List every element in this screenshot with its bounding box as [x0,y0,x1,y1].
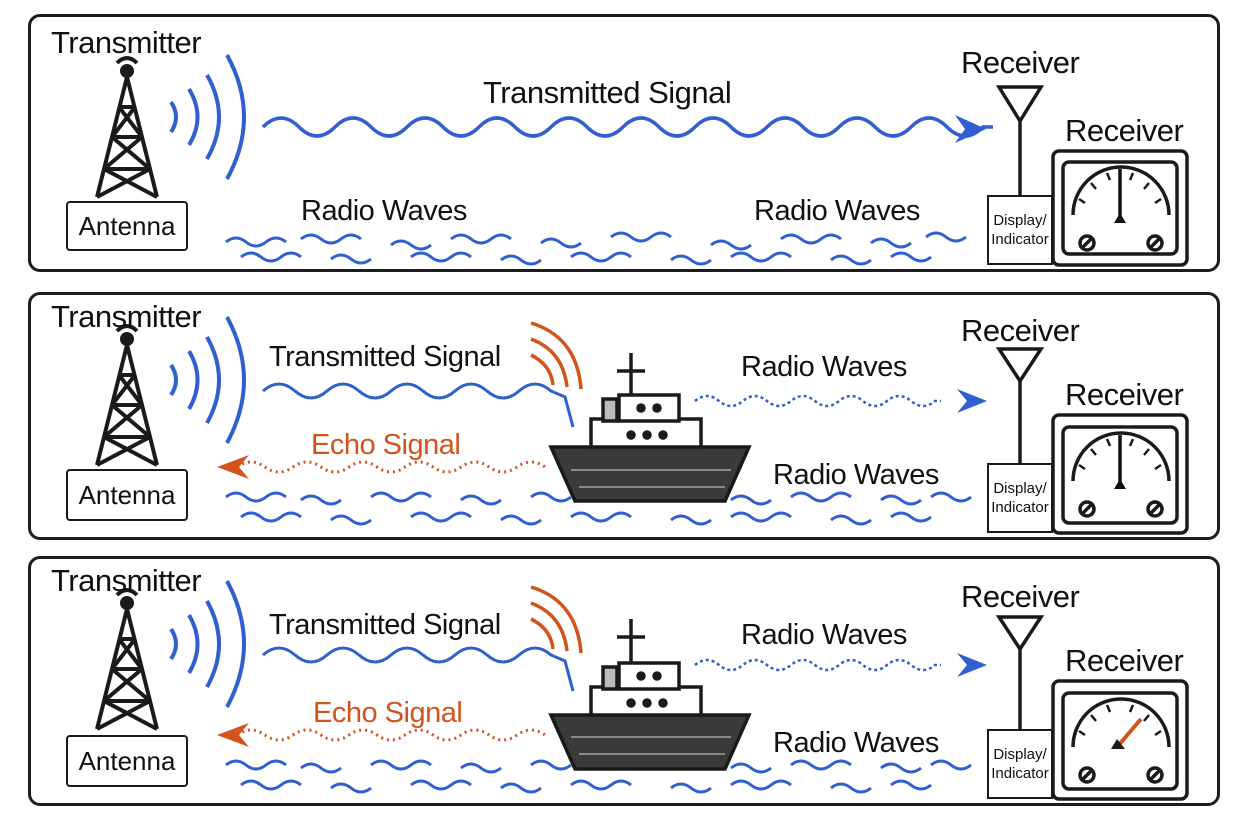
transmitter-label: Transmitter [51,25,202,60]
receiver-unit-label: Receiver [1065,113,1184,148]
radio-waves-label: Radio Waves [754,195,920,227]
panel-1-graphics [95,54,1189,267]
transmitted-signal-wave [262,646,575,692]
panel-echo-received: Transmitter Antenna Transmitted Signal E… [28,556,1220,806]
arrow-left-icon [217,455,249,479]
antenna-label: Antenna [66,469,188,521]
display-indicator-box: Display/ Indicator [987,195,1053,265]
indicator-label: Indicator [991,765,1049,782]
transmitter-tower-icon [95,324,159,467]
arrow-right-icon [957,389,987,413]
radio-waves-outgoing [694,658,941,672]
broadcast-waves-icon [169,580,246,708]
indicator-label: Indicator [991,499,1049,516]
radio-waves-label: Radio Waves [773,459,939,491]
panel-transmission: Transmitter Antenna Transmitted Signal R… [28,14,1220,272]
indicator-label: Indicator [991,231,1049,248]
reflection-arcs-icon [530,321,583,390]
arrow-left-icon [217,723,249,747]
transmitter-tower-icon [95,588,159,731]
display-label: Display/ [993,212,1047,229]
needle-icon [1114,169,1126,223]
ship-icon [548,353,752,503]
transmitter-label: Transmitter [51,563,202,598]
transmitter-label: Transmitter [51,299,202,334]
receiver-antenna-icon [995,85,1045,199]
panel-2-graphics [95,316,1189,535]
receiver-antenna-icon [995,615,1045,731]
receiver-antenna-label: Receiver [961,579,1080,614]
transmitted-signal-wave [262,382,575,428]
broadcast-waves-icon [169,54,246,180]
panel-echo-detection: Transmitter Antenna Transmitted Signal E… [28,292,1220,540]
transmitted-signal-wave [261,116,993,138]
display-indicator-box: Display/ Indicator [987,463,1053,533]
radio-waves-label: Radio Waves [773,727,939,759]
arrow-right-icon [955,115,986,143]
ground-waves [225,231,967,266]
transmitter-tower-icon [95,56,159,199]
needle-icon [1111,717,1143,749]
transmitted-signal-label: Transmitted Signal [269,341,501,373]
arrow-right-icon [957,653,987,677]
echo-signal-wave [236,728,546,742]
antenna-label: Antenna [66,735,188,787]
display-label: Display/ [993,480,1047,497]
radio-waves-label: Radio Waves [301,195,467,227]
echo-signal-wave [236,460,546,474]
echo-signal-label: Echo Signal [313,697,463,729]
ground-waves [225,759,972,794]
radio-waves-label: Radio Waves [741,351,907,383]
broadcast-waves-icon [169,316,246,444]
receiver-antenna-icon [995,347,1045,465]
radio-waves-outgoing [694,394,941,408]
ground-waves [225,491,972,526]
transmitted-signal-label: Transmitted Signal [269,609,501,641]
receiver-antenna-label: Receiver [961,313,1080,348]
display-label: Display/ [993,746,1047,763]
transmitted-signal-label: Transmitted Signal [483,75,732,110]
radio-waves-label: Radio Waves [741,619,907,651]
echo-signal-label: Echo Signal [311,429,461,461]
antenna-label: Antenna [66,201,188,251]
display-indicator-box: Display/ Indicator [987,729,1053,799]
receiver-meter-icon [1051,679,1189,801]
panel-3-graphics [95,580,1189,801]
receiver-unit-label: Receiver [1065,643,1184,678]
receiver-unit-label: Receiver [1065,377,1184,412]
needle-icon [1114,435,1126,489]
receiver-antenna-label: Receiver [961,45,1080,80]
ship-icon [548,619,752,771]
reflection-arcs-icon [530,585,583,654]
